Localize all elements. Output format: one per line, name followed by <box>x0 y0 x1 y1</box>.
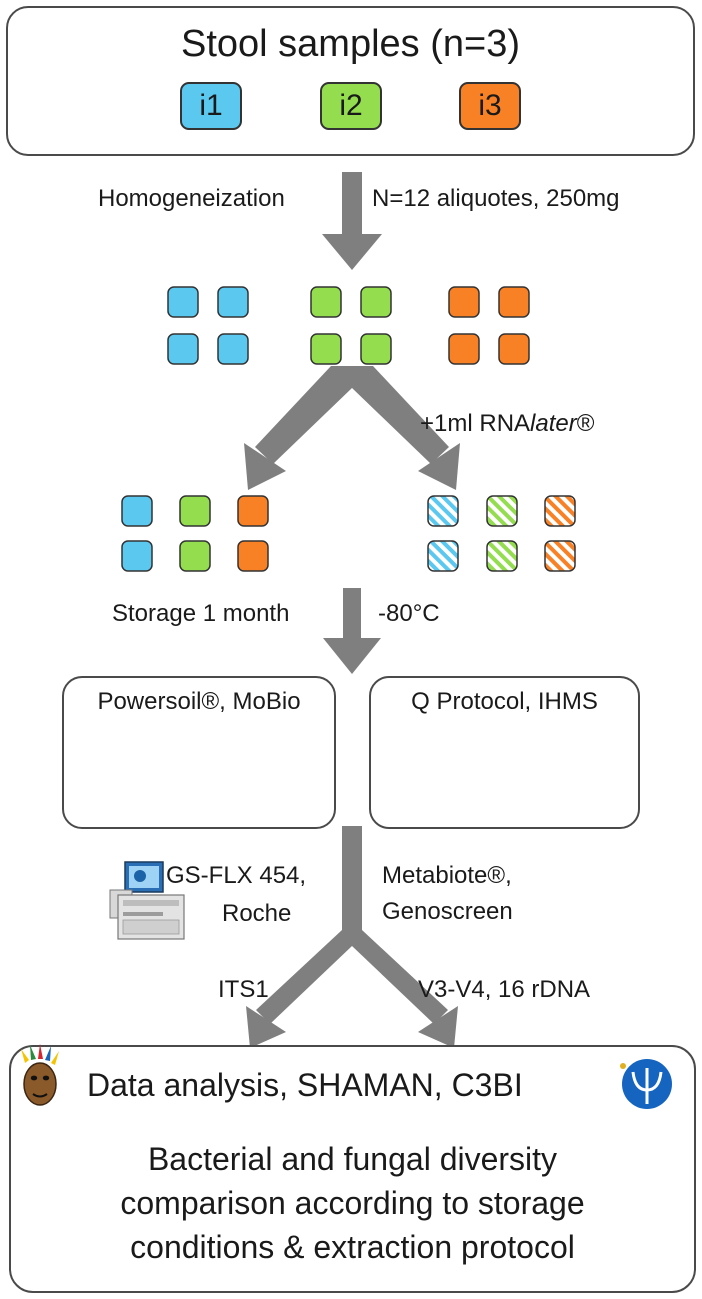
rnalater-suffix: ® <box>576 410 595 437</box>
powersoil-box: Powersoil®, MoBio <box>62 676 336 829</box>
aliquot-i1 <box>217 333 249 365</box>
qprotocol-title: Q Protocol, IHMS <box>411 688 598 715</box>
aliquot-i3 <box>448 333 480 365</box>
aliquot-i1 <box>217 286 249 318</box>
individual-i3: i3 <box>459 82 521 130</box>
analysis-title: Data analysis, SHAMAN, C3BI <box>87 1067 523 1103</box>
individual-i1: i1 <box>180 82 242 130</box>
aliquot-i3 <box>448 286 480 318</box>
homogenization-label: Homogeneization <box>98 185 285 212</box>
aliquots-label: N=12 aliquotes, 250mg <box>372 185 620 212</box>
rnalater-prefix: +1ml RNA <box>420 410 531 437</box>
aliquot-i2 <box>360 286 392 318</box>
qprotocol-box: Q Protocol, IHMS <box>369 676 640 829</box>
aliquot-i2 <box>360 333 392 365</box>
sequencer-label-line2: Roche <box>222 900 292 927</box>
aliquot-grid <box>167 286 530 365</box>
aliquot-i1 <box>167 333 199 365</box>
rnalater-italic: later <box>530 410 577 437</box>
storage-temperature-label: -80°C <box>378 600 440 627</box>
storage-unpreserved-grid <box>121 495 269 572</box>
arrow-homogenization <box>322 172 382 270</box>
aliquot-i2 <box>310 333 342 365</box>
arrow-storage <box>323 588 381 674</box>
provider-label-line1: Metabiote®, <box>382 862 512 889</box>
aliquot-i3 <box>498 333 530 365</box>
its1-label: ITS1 <box>218 976 269 1003</box>
sequencer-label-line1: GS-FLX 454, <box>166 862 307 889</box>
sequencer-icon <box>109 861 185 940</box>
analysis-line2: comparison according to storage <box>120 1185 585 1221</box>
powersoil-title: Powersoil®, MoBio <box>97 688 301 715</box>
arrow-split-storage <box>244 366 460 490</box>
analysis-box: Data analysis, SHAMAN, C3BI Bacterial an… <box>9 1045 696 1293</box>
rnalater-label: +1ml RNAlater® <box>420 410 594 438</box>
storage-rnalater-grid <box>427 495 576 572</box>
provider-label-line2: Genoscreen <box>382 898 513 925</box>
storage-duration-label: Storage 1 month <box>112 600 290 627</box>
analysis-line3: conditions & extraction protocol <box>130 1229 575 1265</box>
aliquot-i1 <box>167 286 199 318</box>
aliquot-i3 <box>498 286 530 318</box>
arrow-sequencing <box>246 826 458 1048</box>
analysis-line1: Bacterial and fungal diversity <box>147 1141 558 1177</box>
stool-samples-title: Stool samples (n=3) <box>181 23 520 65</box>
individual-i2: i2 <box>320 82 382 130</box>
stool-samples-box: Stool samples (n=3) <box>6 6 695 156</box>
aliquot-i2 <box>310 286 342 318</box>
v3v4-label: V3-V4, 16 rDNA <box>418 976 591 1003</box>
